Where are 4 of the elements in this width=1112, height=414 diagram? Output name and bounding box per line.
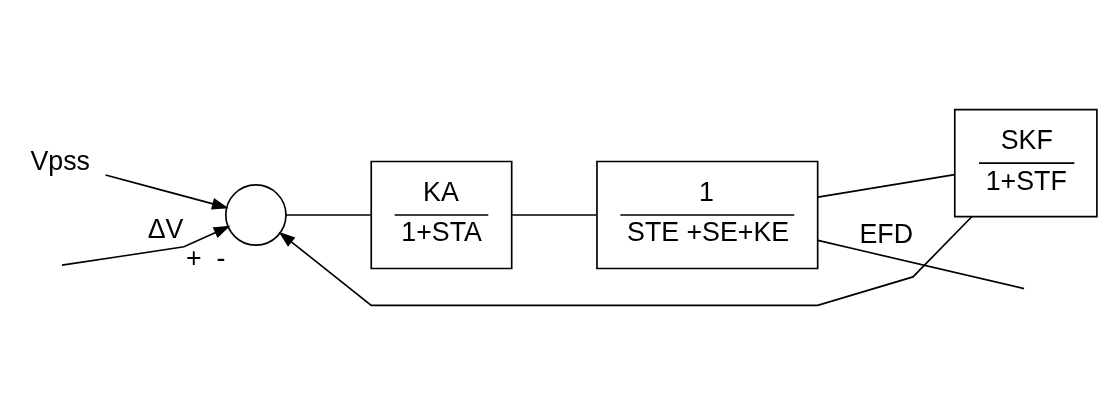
edge-label: EFD — [859, 218, 913, 249]
edge-label: ΔV — [147, 213, 184, 244]
node-label: + - — [186, 242, 226, 273]
node-text: Vpss — [30, 145, 90, 176]
